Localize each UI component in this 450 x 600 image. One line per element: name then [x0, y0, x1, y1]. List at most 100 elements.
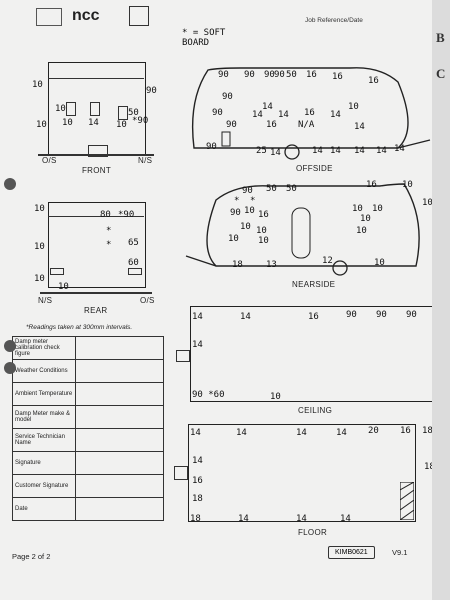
- offside-reading: 16: [332, 72, 343, 82]
- binder-letter: C: [436, 66, 446, 81]
- offside-reading: 50: [286, 70, 297, 80]
- rear-reading: *: [106, 240, 112, 250]
- floor-reading: 16: [400, 426, 411, 436]
- offside-reading: 14: [270, 148, 281, 158]
- nearside-door: [291, 207, 311, 259]
- ceiling-reading: 16: [308, 312, 319, 322]
- nearside-reading: 13: [266, 260, 277, 270]
- form-value-cell[interactable]: [75, 359, 164, 383]
- nearside-drawbar: [185, 255, 217, 267]
- front-right-side: N/S: [138, 156, 153, 165]
- front-window-left: [66, 102, 76, 116]
- rear-reading: 10: [58, 282, 69, 292]
- rear-title: REAR: [84, 306, 108, 315]
- rear-lamp-right: [128, 268, 142, 275]
- offside-reading: 14: [262, 102, 273, 112]
- nearside-reading: 10: [356, 226, 367, 236]
- form-row: Service Technician Name: [12, 428, 164, 452]
- offside-reading: 90: [222, 92, 233, 102]
- rear-reading: 10: [34, 204, 45, 214]
- offside-reading: 14: [330, 146, 341, 156]
- offside-reading: 16: [304, 108, 315, 118]
- offside-reading: 14: [330, 110, 341, 120]
- front-reading: 10: [116, 120, 127, 130]
- rear-lamp-left: [50, 268, 64, 275]
- floor-reading: 18: [190, 514, 201, 524]
- nearside-reading: 90: [242, 186, 253, 196]
- nearside-reading: 18: [232, 260, 243, 270]
- form-label: Customer Signature: [12, 474, 76, 498]
- form-value-cell[interactable]: [75, 336, 164, 360]
- binder-hole-icon: [4, 178, 16, 190]
- offside-reading: 14: [394, 144, 405, 154]
- job-reference-label: Job Reference/Date: [305, 17, 363, 24]
- front-drawbar: [38, 154, 154, 156]
- nearside-reading: 10: [240, 222, 251, 232]
- floor-reading: 14: [238, 514, 249, 524]
- offside-reading: 90: [274, 70, 285, 80]
- nearside-reading: 50: [266, 184, 277, 194]
- form-value-cell[interactable]: [75, 405, 164, 429]
- offside-reading: 14: [354, 146, 365, 156]
- nearside-reading: 10: [360, 214, 371, 224]
- rear-right-side: O/S: [140, 296, 155, 305]
- front-reading: 90: [146, 86, 157, 96]
- offside-reading: 90: [212, 108, 223, 118]
- offside-reading: 14: [278, 110, 289, 120]
- front-hitch: [88, 145, 108, 157]
- offside-reading: 16: [266, 120, 277, 130]
- form-row: Customer Signature: [12, 474, 164, 498]
- offside-reading: 14: [376, 146, 387, 156]
- ceiling-hitch: [176, 350, 190, 362]
- nearside-reading: 90: [230, 208, 241, 218]
- floor-reading: 14: [236, 428, 247, 438]
- form-value-cell[interactable]: [75, 474, 164, 498]
- nearside-reading: *: [250, 196, 256, 206]
- offside-reading: 90: [206, 142, 217, 152]
- floor-reading: 14: [190, 428, 201, 438]
- nearside-reading: *: [234, 196, 240, 206]
- form-value-cell[interactable]: [75, 451, 164, 475]
- approved-badge-icon: [129, 6, 149, 26]
- binder-hole-icon: [4, 362, 16, 374]
- ceiling-reading: 14: [192, 312, 203, 322]
- offside-reading: N/A: [298, 120, 315, 130]
- ceiling-reading: 90: [346, 310, 357, 320]
- form-row: Signature: [12, 451, 164, 475]
- nearside-reading: 50: [286, 184, 297, 194]
- nearside-reading: 10: [256, 226, 267, 236]
- floor-reading: 14: [340, 514, 351, 524]
- floor-plan: [188, 424, 416, 522]
- ceiling-reading: 90: [376, 310, 387, 320]
- rear-top-line: [48, 216, 144, 217]
- form-value-cell[interactable]: [75, 382, 164, 406]
- floor-reading: 14: [336, 428, 347, 438]
- page-number: Page 2 of 2: [12, 552, 51, 561]
- readings-note: *Readings taken at 300mm intervals.: [26, 324, 133, 331]
- offside-door: [221, 131, 231, 147]
- form-row: Damp meter calibration check figure: [12, 336, 164, 360]
- floor-reading: 14: [296, 428, 307, 438]
- offside-wheel: [284, 144, 300, 160]
- offside-outline: [191, 67, 409, 149]
- form-value-cell[interactable]: [75, 497, 164, 521]
- rear-panel: [48, 202, 146, 288]
- offside-reading: 10: [348, 102, 359, 112]
- offside-reading: 14: [354, 122, 365, 132]
- nearside-title: NEARSIDE: [292, 280, 336, 289]
- front-reading: *90: [132, 116, 149, 126]
- front-left-side: O/S: [42, 156, 57, 165]
- rear-reading: 10: [34, 274, 45, 284]
- rear-left-side: N/S: [38, 296, 53, 305]
- front-reading: 14: [88, 118, 99, 128]
- offside-reading: 14: [312, 146, 323, 156]
- floor-reading: 18: [422, 426, 432, 436]
- nearside-reading: 10: [352, 204, 363, 214]
- nearside-wheel: [332, 260, 348, 276]
- form-value-cell[interactable]: [75, 428, 164, 452]
- rear-reading: *: [106, 226, 112, 236]
- front-reading: 10: [62, 118, 73, 128]
- front-reading: 10: [36, 120, 47, 130]
- rear-reading: 10: [34, 242, 45, 252]
- form-label: Signature: [12, 451, 76, 475]
